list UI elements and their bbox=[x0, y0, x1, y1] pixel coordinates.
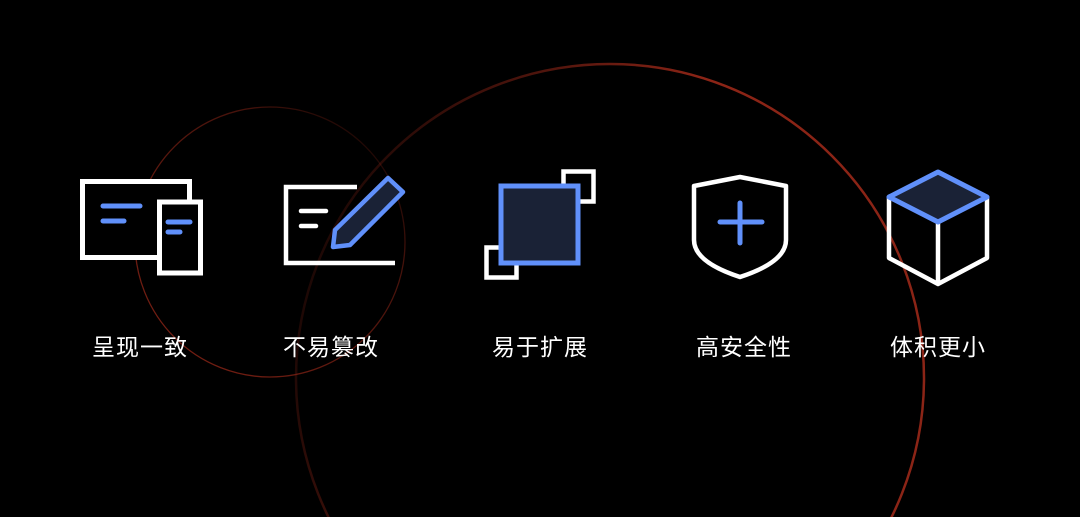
shield-plus-icon bbox=[691, 174, 789, 280]
edit-document-icon bbox=[283, 175, 406, 266]
feature-label: 呈现一致 bbox=[92, 335, 188, 361]
cube-icon bbox=[886, 169, 990, 287]
feature-label: 高安全性 bbox=[696, 335, 792, 361]
large-ring bbox=[294, 62, 926, 517]
feature-label: 体积更小 bbox=[890, 335, 986, 361]
feature-label: 不易篡改 bbox=[283, 335, 379, 361]
feature-label: 易于扩展 bbox=[492, 335, 588, 361]
devices-icon bbox=[80, 179, 203, 276]
expand-squares-icon bbox=[484, 169, 596, 280]
